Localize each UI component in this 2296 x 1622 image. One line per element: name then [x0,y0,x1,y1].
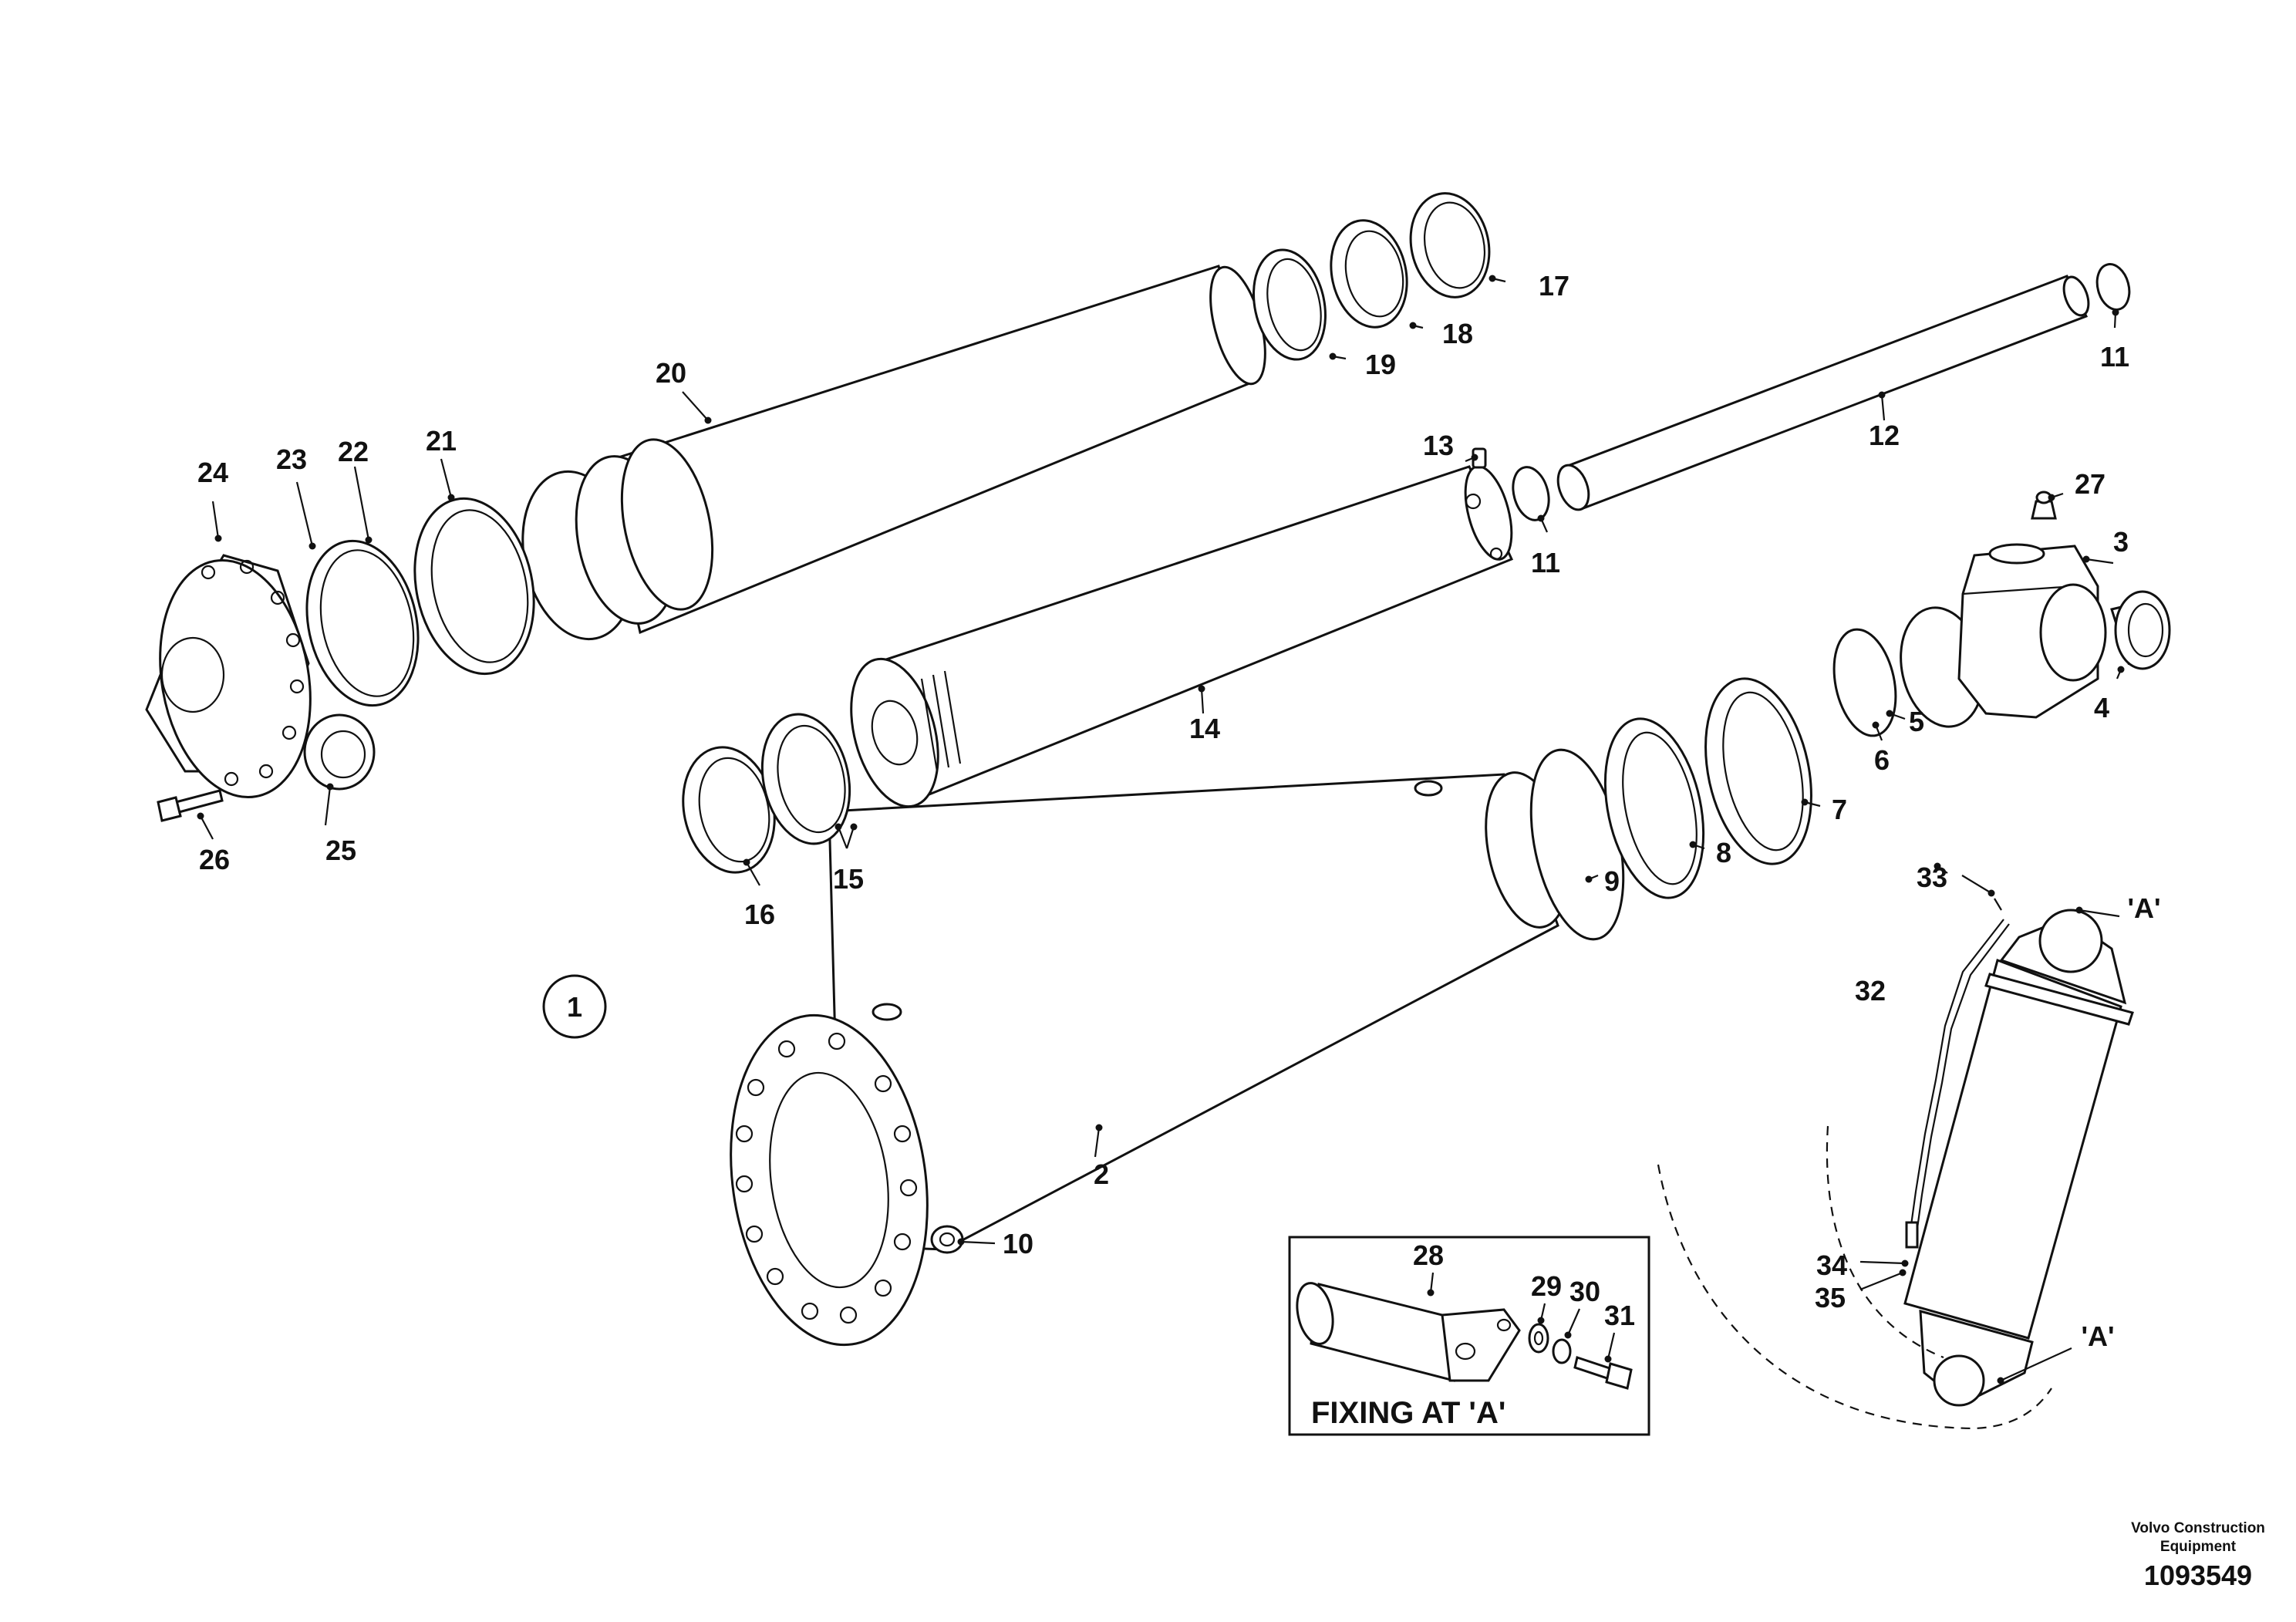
callout-11b: 11 [2100,341,2129,373]
callout-10: 10 [1003,1228,1033,1259]
callout-23: 23 [276,443,307,475]
callout-14: 14 [1189,713,1220,744]
callout-9: 9 [1604,865,1620,897]
callout-32: 32 [1855,975,1886,1007]
callout-7: 7 [1832,794,1847,825]
callout-24: 24 [197,457,228,488]
callout-18: 18 [1442,318,1473,349]
callout-numbers: 1 2 3 4 5 6 7 8 9 10 11 11 12 13 14 15 1… [197,270,2129,1331]
swing-arc [1657,1164,2052,1430]
callout-28: 28 [1413,1239,1444,1271]
callout-circle-1 [542,974,607,1039]
callout-25: 25 [325,835,356,866]
callout-11a: 11 [1531,547,1560,578]
callout-4: 4 [2094,692,2109,723]
ring-21 [413,497,535,676]
callout-30: 30 [1569,1276,1600,1307]
callout-3: 3 [2113,526,2129,558]
callout-19: 19 [1365,349,1396,380]
callout-5: 5 [1909,706,1924,737]
rings-17-18-19 [1253,192,1491,361]
callout-6: 6 [1874,744,1890,776]
callout-17: 17 [1539,270,1569,302]
callout-21: 21 [426,425,457,457]
swing-arc-inner [1826,1125,1944,1359]
callout-31: 31 [1604,1300,1635,1331]
reference-a-top: 'A' [2127,892,2160,924]
rings-7-8-9 [1529,677,1812,941]
plug-25 [303,713,376,791]
fittings-3-4-5-6 [1832,543,2171,737]
callout-22: 22 [338,436,369,467]
inset-box [1288,1236,1650,1436]
callout-35: 35 [1815,1282,1846,1313]
cylinder-20 [521,265,1266,641]
callout-29: 29 [1531,1270,1562,1302]
rings-22-23 [305,539,420,707]
callout-15: 15 [833,863,864,895]
inset-title: FIXING AT 'A' [1311,1396,1505,1430]
nut-10 [930,1225,964,1254]
callout-34: 34 [1816,1249,1847,1281]
piston-rod-14 [850,465,1514,808]
callout-13: 13 [1423,430,1454,461]
callout-26: 26 [199,844,230,875]
reference-a-bottom: 'A' [2081,1320,2114,1352]
callout-27: 27 [2075,468,2106,500]
callout-33: 33 [1917,862,1947,893]
brand-line-2: Equipment [2160,1539,2237,1555]
leader-dots [197,275,2125,1384]
cylinder-tube [730,771,1569,1347]
assembled-cylinder [1903,909,2134,1407]
o-rings-11 [1512,263,2131,521]
leader-lines [200,277,2122,1382]
brand-line-1: Volvo Construction [2131,1520,2265,1536]
callout-8: 8 [1716,837,1731,868]
bolt-26 [157,789,224,822]
grease-nipple-27 [2031,491,2057,520]
callout-16: 16 [744,899,775,930]
head-flange-24 [145,554,312,799]
rod-12 [1556,275,2090,511]
callout-1: 1 [567,991,582,1023]
callout-12: 12 [1869,420,1900,451]
callout-20: 20 [656,357,686,389]
callout-2: 2 [1094,1158,1109,1190]
document-number: 1093549 [2144,1560,2252,1591]
